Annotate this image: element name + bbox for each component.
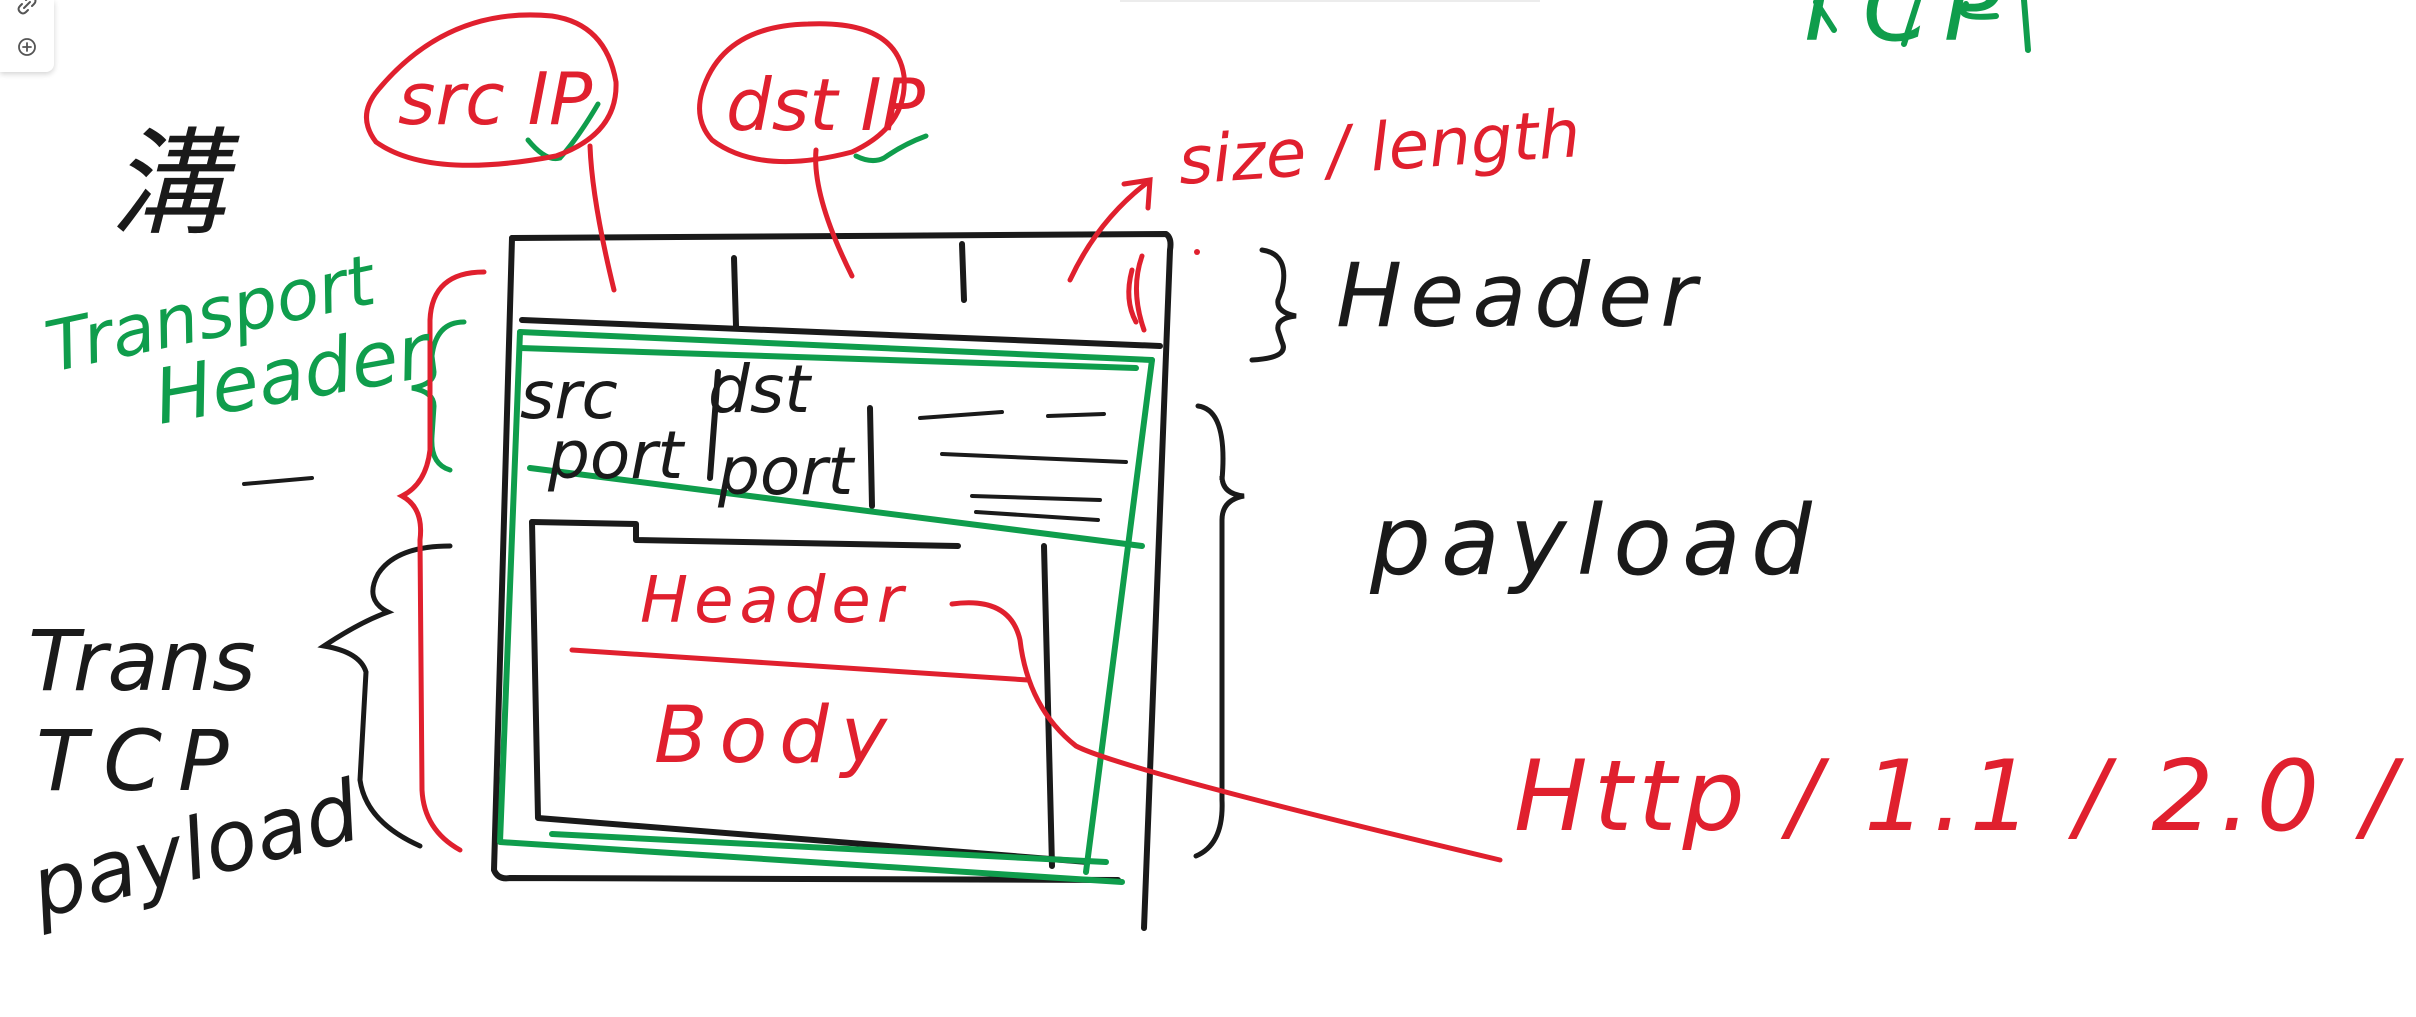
src-ip-label: src IP	[398, 57, 593, 141]
right-decor-lines	[242, 410, 1128, 522]
app-header-label: Header	[640, 564, 909, 638]
dst-port-label: port	[717, 433, 855, 510]
check-marks	[525, 101, 929, 164]
payload-label: payload	[1369, 485, 1822, 597]
http-versions-label: Http / 1.1 / 2.0 / 3	[1514, 740, 2416, 854]
header-label: Header	[1336, 244, 1704, 347]
src-ip-circle	[364, 12, 619, 293]
tool-panel	[0, 0, 54, 72]
dst-ip-label: dst IP	[726, 63, 926, 147]
dst-ip-circle	[697, 21, 907, 279]
top-left-char: 溝	[110, 117, 240, 252]
link-tool-button[interactable]	[8, 0, 46, 20]
zoom-in-button[interactable]	[8, 32, 46, 62]
app-header-separator	[569, 647, 1031, 683]
trans-label: Trans	[28, 612, 256, 710]
src-label: src	[520, 357, 618, 434]
http-pointer-line	[949, 600, 1503, 863]
size-length-label: size / length	[1176, 95, 1583, 200]
size-length-arrow	[1067, 177, 1153, 333]
packet-brace	[396, 269, 487, 853]
top-edge-strip	[1120, 0, 1540, 2]
tcp-payload-brace	[317, 543, 453, 849]
zoom-in-icon	[18, 38, 36, 56]
dst-label: dst	[708, 351, 812, 428]
src-port-label: port	[547, 417, 685, 494]
body-label: Body	[654, 691, 899, 781]
tcp-label: TCP	[36, 712, 245, 810]
outer-packet-box	[491, 231, 1174, 931]
link-icon	[17, 0, 37, 15]
payload-brace	[1193, 403, 1245, 859]
transport-box	[497, 329, 1155, 885]
ink-dot	[1194, 249, 1200, 255]
header-brace	[1249, 247, 1297, 363]
tcp-top-right-partial	[1813, 0, 2031, 53]
tcp-top-right-label: TCP	[1790, 0, 2016, 63]
